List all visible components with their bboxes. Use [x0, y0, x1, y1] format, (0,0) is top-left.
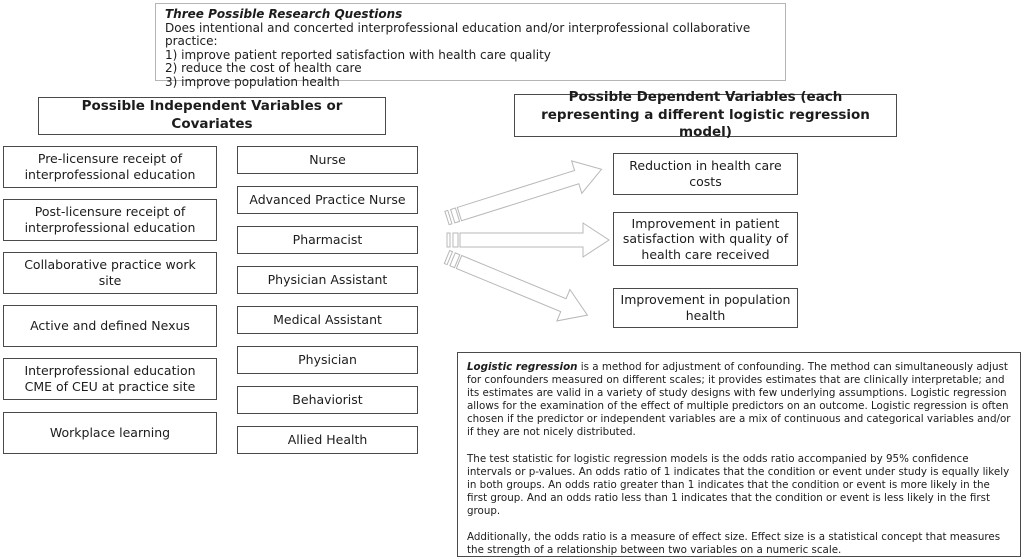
profession-box: Advanced Practice Nurse: [237, 186, 418, 214]
research-question-item: 1) improve patient reported satisfaction…: [165, 47, 551, 62]
striped-arrow-down-right-icon: [443, 249, 589, 322]
profession-box: Allied Health: [237, 426, 418, 454]
note-paragraph: The test statistic for logistic regressi…: [467, 452, 1010, 517]
covariate-box: Interprofessional education CME of CEU a…: [3, 358, 217, 400]
covariate-box: Workplace learning: [3, 412, 217, 454]
profession-box: Nurse: [237, 146, 418, 174]
profession-box: Pharmacist: [237, 226, 418, 254]
covariate-box: Post-licensure receipt of interprofessio…: [3, 199, 217, 241]
striped-arrow-right-icon: [446, 222, 610, 258]
note-paragraph: Logistic regression is a method for adju…: [467, 361, 1011, 440]
covariate-box: Pre-licensure receipt of interprofession…: [3, 146, 217, 188]
logistic-regression-note: Logistic regression is a method for adju…: [457, 352, 1021, 557]
independent-variables-header: Possible Independent Variables or Covari…: [38, 97, 386, 135]
research-questions-title: Three Possible Research Questions: [165, 7, 403, 21]
striped-arrow-up-right-icon: [444, 160, 603, 226]
profession-box: Physician: [237, 346, 418, 374]
covariate-box: Active and defined Nexus: [3, 305, 217, 347]
note-paragraph: Additionally, the odds ratio is a measur…: [467, 531, 1001, 557]
research-question-item: 3) improve population health: [165, 74, 340, 89]
note-lead-term: Logistic regression: [467, 361, 578, 373]
research-question-item: 2) reduce the cost of health care: [165, 61, 362, 76]
profession-box: Physician Assistant: [237, 266, 418, 294]
research-questions-intro: Does intentional and concerted interprof…: [165, 20, 751, 49]
research-questions-box: Three Possible Research Questions Does i…: [155, 3, 786, 89]
outcome-box: Improvement in patient satisfaction with…: [613, 212, 798, 266]
dependent-variables-header: Possible Dependent Variables (each repre…: [514, 89, 897, 140]
outcome-box: Improvement in population health: [613, 288, 798, 328]
covariate-box: Collaborative practice work site: [3, 252, 217, 294]
profession-box: Behaviorist: [237, 386, 418, 414]
profession-box: Medical Assistant: [237, 306, 418, 334]
outcome-box: Reduction in health care costs: [613, 153, 798, 195]
note-paragraph-text: is a method for adjustment of confoundin…: [467, 361, 1011, 439]
